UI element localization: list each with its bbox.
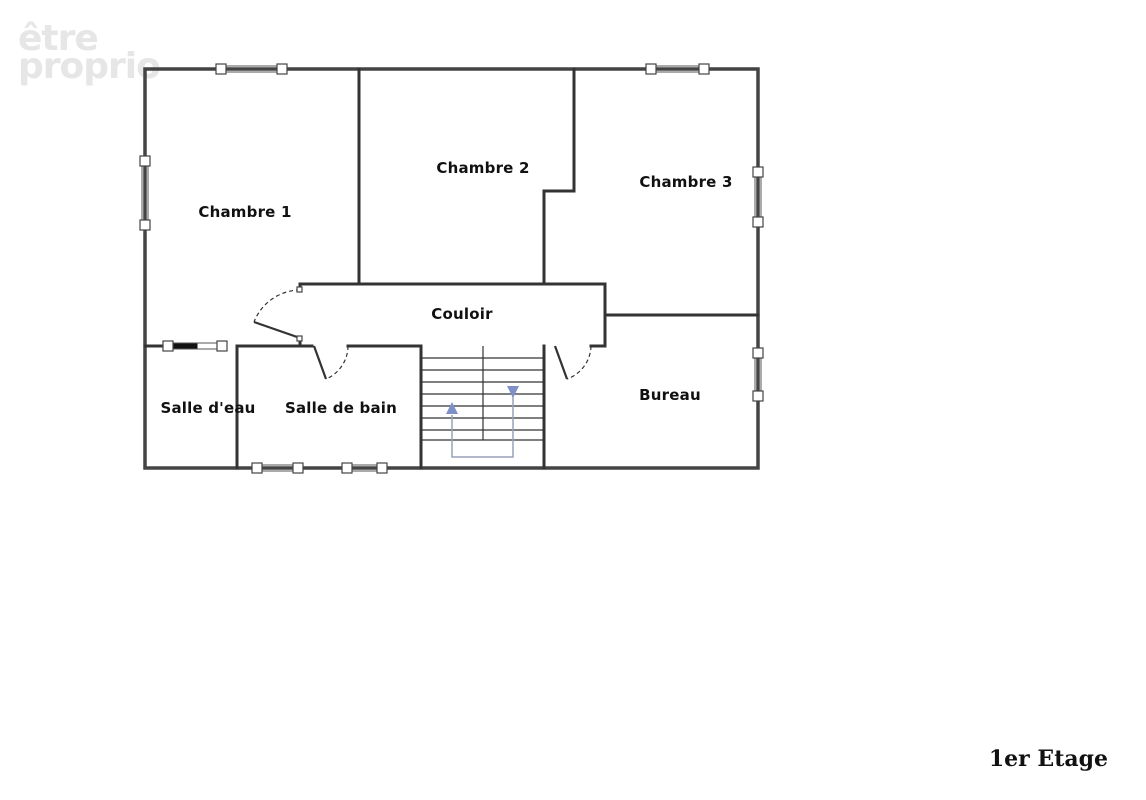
room-label-salle-bain: Salle de bain [285, 399, 397, 417]
window-top-chambre1 [215, 63, 288, 75]
door-bureau [553, 345, 592, 380]
window-left-chambre1 [139, 155, 151, 231]
window-bottom-bain-2 [341, 462, 388, 474]
room-label-couloir: Couloir [431, 305, 493, 323]
stair-up-arrow [446, 402, 458, 414]
room-label-chambre1: Chambre 1 [198, 203, 291, 221]
room-labels: Chambre 1 Chambre 2 Chambre 3 Couloir Sa… [160, 159, 732, 417]
wall-ch2-ch3 [542, 67, 576, 286]
staircase [421, 346, 544, 458]
room-label-salle-eau: Salle d'eau [160, 399, 255, 417]
windows [139, 63, 764, 474]
floor-label: 1er Etage [988, 746, 1108, 772]
salle-eau-door-frame [162, 340, 228, 352]
doors [253, 286, 592, 380]
room-label-bureau: Bureau [639, 386, 701, 404]
window-bottom-bain-1 [251, 462, 304, 474]
etre-proprio-logo: être proprio [18, 18, 161, 87]
interior-walls [143, 67, 760, 470]
logo-line-2: proprio [18, 46, 160, 87]
outer-walls [143, 67, 760, 470]
door-chambre1 [253, 286, 303, 342]
stair-down-arrow [507, 386, 519, 398]
outer-wall [143, 67, 760, 470]
window-top-chambre3 [645, 63, 710, 75]
window-right-bureau [752, 347, 764, 402]
window-right-chambre3 [752, 166, 764, 228]
room-label-chambre2: Chambre 2 [436, 159, 529, 177]
room-label-chambre3: Chambre 3 [639, 173, 732, 191]
logo-line-1: être [18, 18, 98, 59]
door-salle-de-bain [312, 345, 349, 380]
